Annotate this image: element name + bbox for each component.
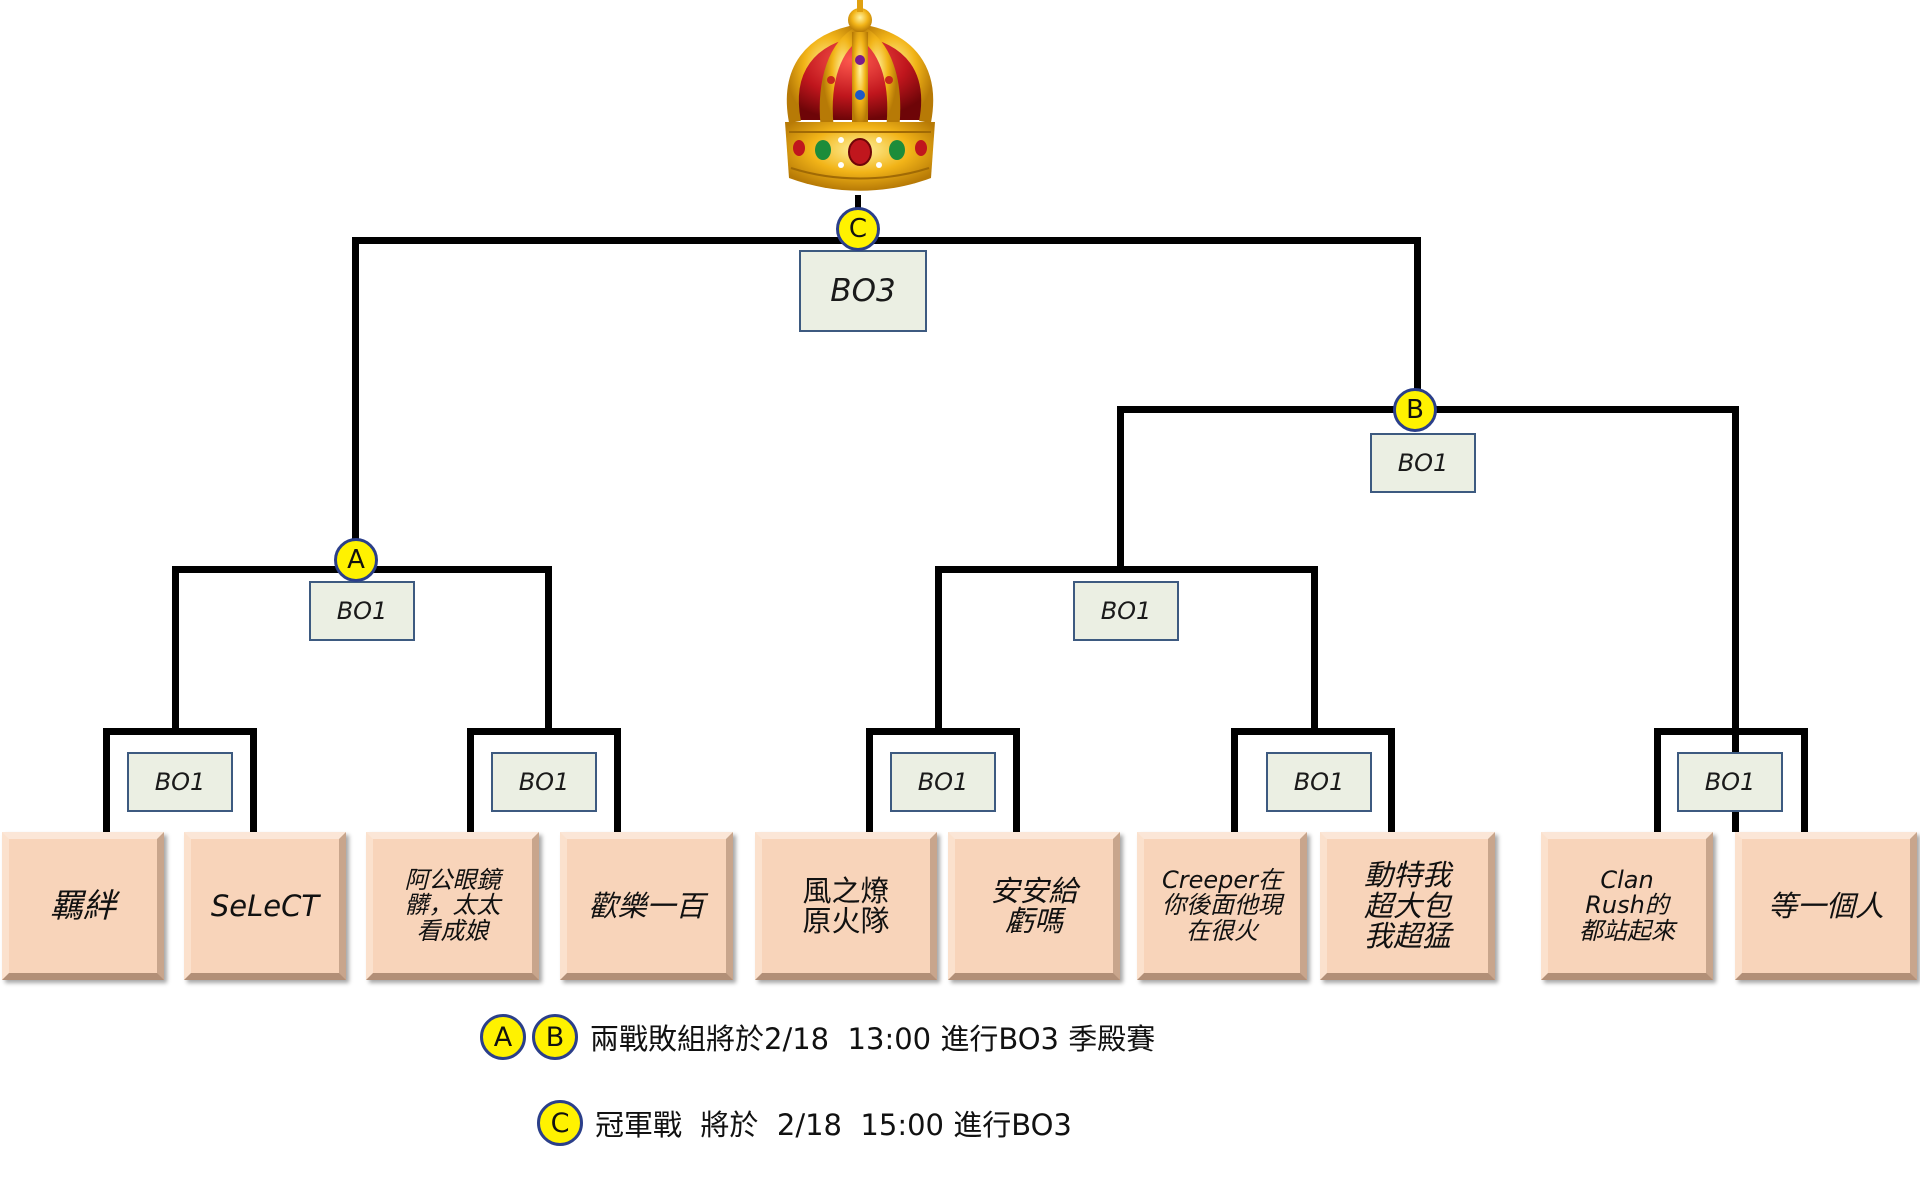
note-final-match: C 冠軍戰 將於 2/18 15:00 進行BO3 — [537, 1100, 1072, 1146]
r1-2-right — [614, 728, 621, 832]
team-name: 安安給 虧嗎 — [990, 873, 1078, 938]
note-marker-b: B — [532, 1014, 578, 1060]
semi-b-format-box: BO1 — [1370, 433, 1476, 493]
semi-b-left-drop — [1117, 406, 1124, 568]
team-name: Clan Rush的 都站起來 — [1579, 866, 1675, 945]
crown-icon — [785, 0, 935, 191]
final-marker-c: C — [836, 207, 880, 251]
r1-2-format-box: BO1 — [491, 752, 597, 812]
note-marker-c: C — [537, 1100, 583, 1146]
semi-b-right-drop — [1732, 406, 1739, 832]
team-box: 羈絆 — [2, 832, 164, 980]
team-name: SeLeCT — [210, 888, 320, 923]
team-box: 動特我 超大包 我超猛 — [1320, 832, 1495, 980]
semi-a-marker: A — [334, 538, 378, 582]
r1-5-format-box: BO1 — [1677, 752, 1783, 812]
team-box: 安安給 虧嗎 — [948, 832, 1120, 980]
r1-3-bar — [866, 728, 1020, 735]
team-box: SeLeCT — [184, 832, 346, 980]
semi-a-left-drop — [172, 566, 179, 732]
r1-4-left — [1231, 728, 1238, 832]
r1-1-right — [250, 728, 257, 832]
r1-2-left — [467, 728, 474, 832]
team-box: 歡樂一百 — [560, 832, 733, 980]
final-format-box: BO3 — [799, 250, 927, 332]
quarter-left-drop — [935, 566, 942, 732]
r1-3-format-box: BO1 — [890, 752, 996, 812]
r1-5-right — [1801, 728, 1808, 832]
semi-a-format-box: BO1 — [309, 581, 415, 641]
final-right-drop — [1414, 237, 1421, 412]
final-left-drop — [352, 237, 359, 567]
r1-5-bar — [1654, 728, 1808, 735]
r1-4-bar — [1231, 728, 1395, 735]
team-box: 阿公眼鏡 髒，太太 看成娘 — [366, 832, 539, 980]
r1-4-format-box: BO1 — [1266, 752, 1372, 812]
team-name: 阿公眼鏡 髒，太太 看成娘 — [404, 866, 501, 945]
quarter-format-box: BO1 — [1073, 581, 1179, 641]
team-box: Creeper在 你後面他現 在很火 — [1137, 832, 1307, 980]
team-name: 歡樂一百 — [588, 888, 705, 923]
team-box: Clan Rush的 都站起來 — [1541, 832, 1713, 980]
semi-a-right-drop — [545, 566, 552, 732]
final-bar — [352, 237, 1421, 244]
r1-2-bar — [467, 728, 621, 735]
r1-1-left — [103, 728, 110, 832]
r1-5-left — [1654, 728, 1661, 832]
quarter-right-drop — [1311, 566, 1318, 732]
quarter-bar — [935, 566, 1318, 573]
team-name: 等一個人 — [1767, 888, 1884, 923]
semi-b-marker: B — [1393, 388, 1437, 432]
r1-3-left — [866, 728, 873, 832]
note-losers-match: A B 兩戰敗組將於2/18 13:00 進行BO3 季殿賽 — [480, 1014, 1155, 1060]
note-final-text: 冠軍戰 將於 2/18 15:00 進行BO3 — [595, 1108, 1072, 1142]
team-box: 風之燎 原火隊 — [755, 832, 937, 980]
team-name: 風之燎 原火隊 — [802, 873, 890, 938]
r1-1-format-box: BO1 — [127, 752, 233, 812]
note-losers-text: 兩戰敗組將於2/18 13:00 進行BO3 季殿賽 — [590, 1022, 1156, 1056]
r1-3-right — [1013, 728, 1020, 832]
note-marker-a: A — [480, 1014, 526, 1060]
r1-1-bar — [103, 728, 257, 735]
team-name: 動特我 超大包 我超猛 — [1363, 858, 1451, 954]
r1-4-right — [1388, 728, 1395, 832]
team-name: Creeper在 你後面他現 在很火 — [1161, 866, 1283, 945]
team-box: 等一個人 — [1735, 832, 1917, 980]
team-name: 羈絆 — [50, 885, 116, 925]
